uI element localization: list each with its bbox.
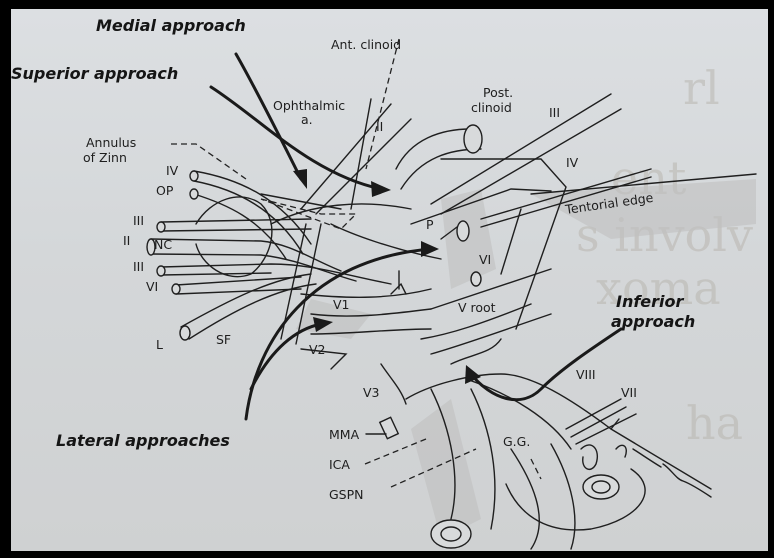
label-op: OP (156, 183, 174, 198)
label-inferior: Inferior (616, 292, 685, 311)
label-mma: MMA (329, 427, 360, 442)
label-clinoid: clinoid (471, 100, 512, 115)
artist-signature (616, 445, 711, 497)
label-iii-top: III (549, 105, 560, 120)
label-vii: VII (621, 385, 637, 400)
label-superior-approach: Superior approach (11, 64, 178, 83)
label-v1: V1 (333, 297, 350, 312)
label-gg: G.G. (503, 434, 530, 449)
label-gspn: GSPN (329, 487, 364, 502)
label-iv-left: IV (166, 163, 179, 178)
anatomy-diagram: rl ent s involv xoma ha (11, 9, 768, 551)
label-viii: VIII (576, 367, 596, 382)
label-post: Post. (483, 85, 513, 100)
svg-text:rl: rl (683, 61, 720, 115)
label-ophthalmic: Ophthalmic (273, 98, 345, 113)
label-v-root: V root (458, 300, 496, 315)
label-ant-clinoid: Ant. clinoid (331, 37, 401, 52)
label-ii-top: II (376, 119, 383, 134)
label-v3: V3 (363, 385, 380, 400)
label-of-zinn: of Zinn (83, 150, 127, 165)
label-vi-mid: VI (479, 252, 491, 267)
label-annulus: Annulus (86, 135, 136, 150)
book-page: rl ent s involv xoma ha (11, 9, 768, 551)
medial-approach-arrow (236, 54, 301, 179)
label-nc: NC (154, 237, 172, 252)
label-v2: V2 (309, 342, 326, 357)
label-p: P (426, 217, 434, 232)
lateral-arrowhead-1 (421, 241, 439, 257)
label-ica: ICA (329, 457, 350, 472)
label-l: L (156, 337, 163, 352)
superior-arrowhead (371, 181, 391, 197)
label-iii-left2: III (133, 259, 144, 274)
label-iv-right: IV (566, 155, 579, 170)
label-iii-left: III (133, 213, 144, 228)
label-ii-left: II (123, 233, 130, 248)
label-lateral-approaches: Lateral approaches (56, 431, 230, 450)
svg-text:ha: ha (686, 396, 743, 450)
label-sf: SF (216, 332, 231, 347)
medial-arrowhead (293, 169, 307, 189)
label-medial-approach: Medial approach (96, 16, 246, 35)
label-approach: approach (611, 312, 695, 331)
label-ophthalmic-a: a. (301, 112, 313, 127)
label-vi-left: VI (146, 279, 158, 294)
